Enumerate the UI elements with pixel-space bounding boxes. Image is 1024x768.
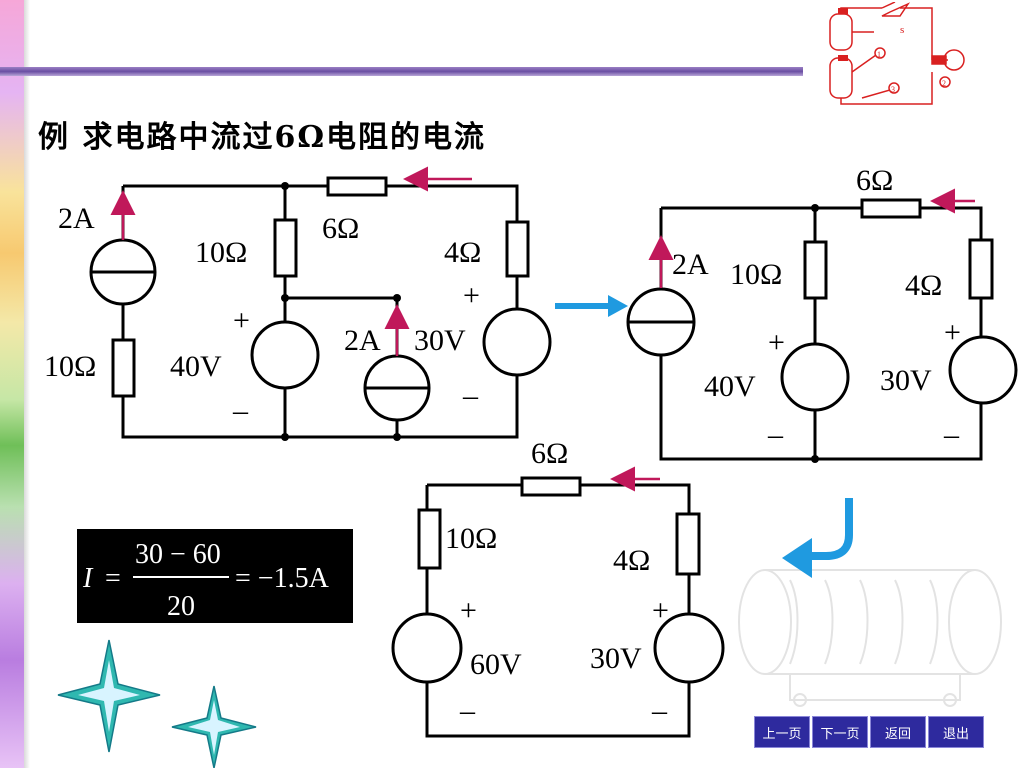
c1-label-2a-mid: 2A <box>344 324 381 357</box>
c2-label-2a: 2A <box>672 248 709 281</box>
c1-plus-40v: + <box>233 304 250 337</box>
next-page-button[interactable]: 下一页 <box>812 716 868 748</box>
c1-label-4ohm: 4Ω <box>444 236 481 269</box>
formula-eq: = <box>105 563 121 594</box>
header-rule <box>0 67 803 76</box>
c1-label-10ohm-mid: 10Ω <box>195 236 247 269</box>
formula-denominator: 20 <box>167 591 195 622</box>
c2-plus-30v: + <box>944 316 961 349</box>
faded-solenoid-decoration <box>738 569 1002 707</box>
c2-label-40v: 40V <box>704 370 756 403</box>
logo-node-1: 1 <box>877 50 881 59</box>
logo-node-2: 2 <box>942 79 946 88</box>
coil-switch-logo: s 1 3 2 <box>829 2 965 105</box>
back-button[interactable]: 返回 <box>870 716 926 748</box>
exit-button[interactable]: 退出 <box>928 716 984 748</box>
c1-label-6ohm: 6Ω <box>322 212 359 245</box>
c2-label-10ohm: 10Ω <box>730 258 782 291</box>
c3-minus-60v: – <box>459 694 476 727</box>
c1-label-40v: 40V <box>170 350 222 383</box>
prev-page-button[interactable]: 上一页 <box>754 716 810 748</box>
c3-label-10ohm: 10Ω <box>445 522 497 555</box>
c1-label-2a-left: 2A <box>58 202 95 235</box>
c2-label-30v: 30V <box>880 364 932 397</box>
c2-label-6ohm: 6Ω <box>856 164 893 197</box>
formula-numerator: 30 − 60 <box>135 539 221 570</box>
c3-minus-30v: – <box>651 694 668 727</box>
formula-box: I = 30 − 60 20 = −1.5A <box>77 529 353 623</box>
c2-minus-30v: – <box>943 418 960 451</box>
decorative-stars <box>57 639 257 768</box>
c3-plus-60v: + <box>460 594 477 627</box>
c3-label-6ohm: 6Ω <box>531 437 568 470</box>
transform-arrow-curved <box>808 498 853 560</box>
c1-plus-30v: + <box>463 279 480 312</box>
c2-minus-40v: – <box>767 418 784 451</box>
page-title: 例 求电路中流过6Ω电阻的电流 <box>38 120 487 155</box>
c3-label-60v: 60V <box>470 648 522 681</box>
c2-plus-40v: + <box>768 326 785 359</box>
formula-result: = −1.5A <box>235 563 330 594</box>
logo-switch-label: s <box>900 24 904 36</box>
c1-label-10ohm-left: 10Ω <box>44 350 96 383</box>
c3-label-4ohm: 4Ω <box>613 544 650 577</box>
c1-minus-30v: – <box>462 379 479 412</box>
side-strip-shadow <box>24 0 30 768</box>
c1-label-30v: 30V <box>414 324 466 357</box>
logo-node-3: 3 <box>891 85 895 94</box>
c3-plus-30v: + <box>652 594 669 627</box>
decorative-side-strip <box>0 0 24 768</box>
c3-label-30v: 30V <box>590 642 642 675</box>
formula-lhs: I <box>82 563 94 594</box>
c1-minus-40v: – <box>232 394 249 427</box>
c2-label-4ohm: 4Ω <box>905 269 942 302</box>
